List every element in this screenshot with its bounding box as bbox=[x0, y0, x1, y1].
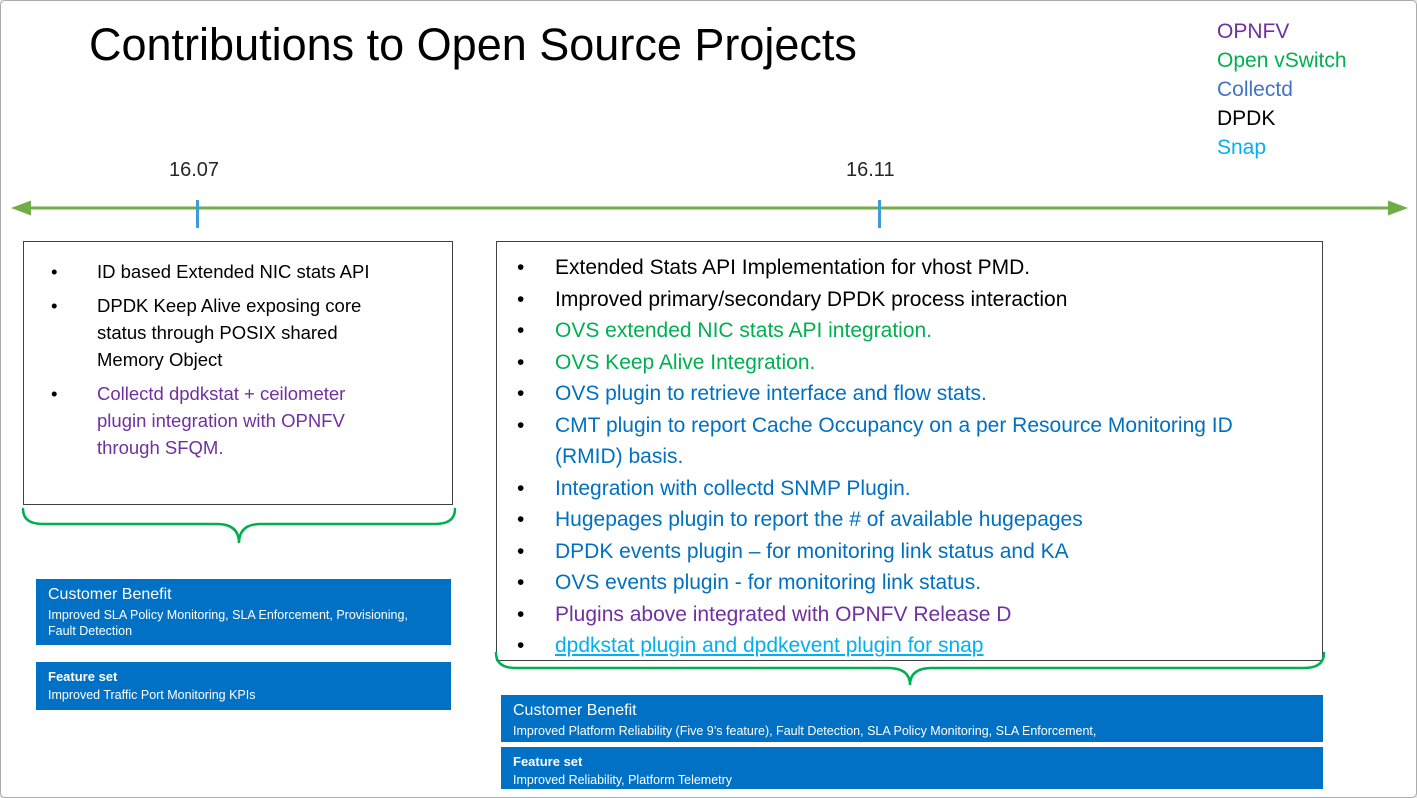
release-1611-box: Extended Stats API Implementation for vh… bbox=[496, 241, 1323, 661]
milestone-label-1611: 16.11 bbox=[846, 159, 895, 181]
bullet-item: Collectd dpdkstat + ceilometer plugin in… bbox=[24, 380, 452, 461]
slide-title: Contributions to Open Source Projects bbox=[89, 19, 857, 70]
bullet-item: Integration with collectd SNMP Plugin. bbox=[497, 473, 1322, 505]
bullet-item: OVS Keep Alive Integration. bbox=[497, 347, 1322, 379]
customer-benefit-title-left: Customer Benefit bbox=[48, 586, 172, 603]
release-1607-bullet-list: ID based Extended NIC stats API DPDK Keep… bbox=[24, 258, 452, 461]
timeline-tick-1611 bbox=[878, 200, 881, 228]
timeline-tick-1607 bbox=[196, 200, 199, 228]
feature-set-text-left: Improved Traffic Port Monitoring KPIs bbox=[48, 688, 256, 702]
bullet-item: dpdkstat plugin and dpdkevent plugin for… bbox=[497, 630, 1322, 662]
release-1607-box: ID based Extended NIC stats API DPDK Keep… bbox=[23, 241, 453, 505]
right-brace-path bbox=[494, 651, 1326, 686]
bullet-item: OVS plugin to retrieve interface and flo… bbox=[497, 378, 1322, 410]
timeline-arrowhead-right-icon bbox=[1388, 200, 1408, 216]
bullet-item: Hugepages plugin to report the # of avai… bbox=[497, 504, 1322, 536]
feature-set-title-left: Feature set bbox=[48, 669, 118, 684]
customer-benefit-bar-right: Customer Benefit Improved Platform Relia… bbox=[501, 695, 1323, 742]
legend-item: Snap bbox=[1217, 136, 1267, 159]
bullet-item: ID based Extended NIC stats API bbox=[24, 258, 452, 285]
left-brace-path bbox=[21, 507, 457, 544]
customer-benefit-bar-left: Customer Benefit Improved SLA Policy Mon… bbox=[36, 579, 451, 645]
legend-item: Open vSwitch bbox=[1217, 49, 1347, 72]
timeline-arrowhead-left-icon bbox=[11, 200, 31, 216]
bullet-item: OVS extended NIC stats API integration. bbox=[497, 315, 1322, 347]
bullet-item: Improved primary/secondary DPDK process … bbox=[497, 284, 1322, 316]
milestone-label-1607: 16.07 bbox=[169, 159, 220, 181]
bullet-item: Extended Stats API Implementation for vh… bbox=[497, 252, 1322, 284]
legend-item: Collectd bbox=[1217, 78, 1293, 101]
customer-benefit-title-right: Customer Benefit bbox=[513, 702, 637, 719]
customer-benefit-text-right: Improved Platform Reliability (Five 9’s … bbox=[513, 724, 1097, 738]
bullet-item: OVS events plugin - for monitoring link … bbox=[497, 567, 1322, 599]
customer-benefit-text-left: Improved SLA Policy Monitoring, SLA Enfo… bbox=[48, 608, 408, 638]
legend-item: DPDK bbox=[1217, 107, 1276, 130]
left-brace bbox=[21, 507, 457, 544]
feature-set-bar-left: Feature set Improved Traffic Port Monito… bbox=[36, 662, 451, 710]
feature-set-text-right: Improved Reliability, Platform Telemetry bbox=[513, 773, 733, 787]
feature-set-bar-right: Feature set Improved Reliability, Platfo… bbox=[501, 747, 1323, 789]
legend-item: OPNFV bbox=[1217, 20, 1290, 43]
bullet-item: Plugins above integrated with OPNFV Rele… bbox=[497, 599, 1322, 631]
feature-set-title-right: Feature set bbox=[513, 754, 583, 769]
bullet-item: DPDK events plugin – for monitoring link… bbox=[497, 536, 1322, 568]
bullet-item: CMT plugin to report Cache Occupancy on … bbox=[497, 410, 1322, 473]
bullet-item: DPDK Keep Alive exposing core status thr… bbox=[24, 292, 452, 373]
release-1611-bullet-list: Extended Stats API Implementation for vh… bbox=[497, 252, 1322, 662]
right-brace bbox=[494, 651, 1326, 686]
timeline-arrow bbox=[11, 200, 1408, 216]
